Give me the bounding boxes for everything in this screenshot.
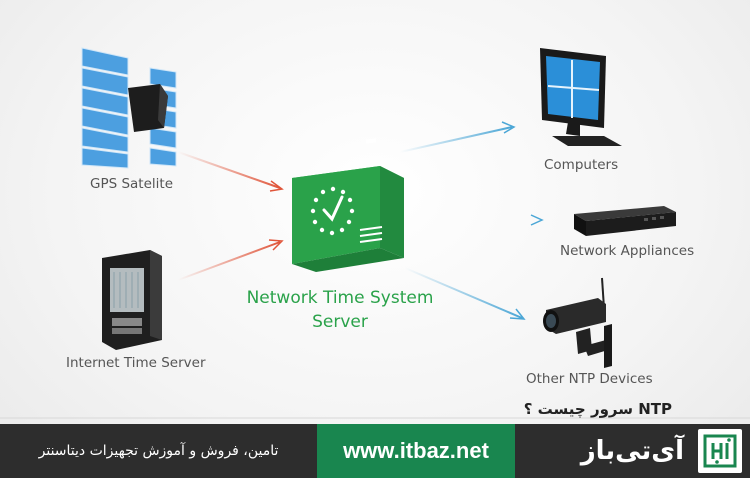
other-ntp-devices-label: Other NTP Devices xyxy=(526,371,653,387)
computer-monitor-icon xyxy=(540,48,622,146)
server-label-line2: Server xyxy=(312,312,368,332)
page-title: NTP سرور چیست ؟ xyxy=(523,400,672,418)
network-appliances-label: Network Appliances xyxy=(560,243,695,259)
internet-time-server-icon xyxy=(102,250,162,350)
internet-time-server-label: Internet Time Server xyxy=(66,355,206,371)
gps-satellite-label: GPS Satelite xyxy=(90,176,174,192)
brand-name: آی‌تی‌باز xyxy=(580,436,684,466)
security-camera-icon xyxy=(543,277,612,368)
server-to-computers-arrow xyxy=(399,121,516,153)
server-to-devices-arrow xyxy=(404,267,526,320)
gps-to-server-arrow xyxy=(177,151,284,192)
website-link[interactable]: www.itbaz.net xyxy=(317,424,515,478)
internet-to-server-arrow xyxy=(177,239,284,281)
server-to-appliances-arrow xyxy=(410,214,544,226)
itbaz-logo-icon xyxy=(698,429,742,473)
gps-satellite-icon xyxy=(81,47,177,169)
footer-banner: تامین، فروش و آموزش تجهیزات دیتاسنتر www… xyxy=(0,424,750,478)
diagram-canvas: GPS Satelite Internet Time Server Comput… xyxy=(0,47,750,419)
network-appliance-icon xyxy=(574,206,676,236)
server-label-line1: Network Time System xyxy=(246,288,434,308)
server-label: Network Time System Server xyxy=(230,286,450,334)
connection-arrows xyxy=(0,47,750,419)
ntp-server-icon xyxy=(292,138,404,272)
brand-block[interactable]: آی‌تی‌باز xyxy=(515,424,750,478)
computers-label: Computers xyxy=(544,157,619,173)
footer-tagline: تامین، فروش و آموزش تجهیزات دیتاسنتر xyxy=(0,424,317,478)
